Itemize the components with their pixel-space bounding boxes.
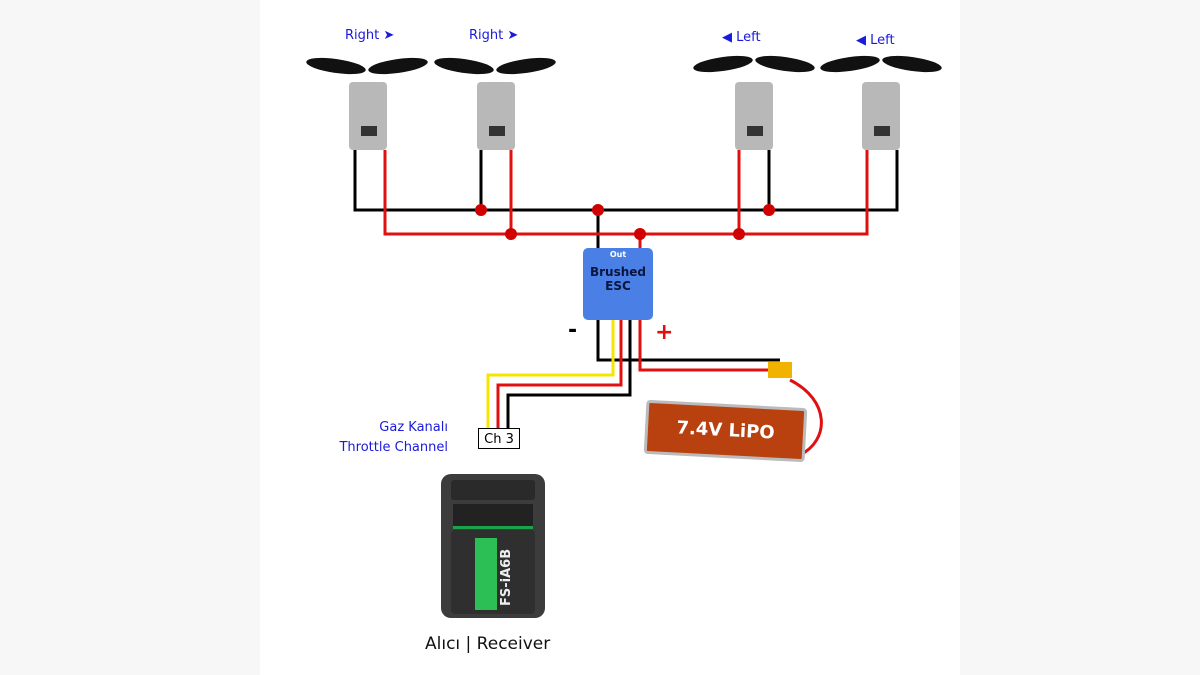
plus-sign: +: [655, 320, 674, 345]
motor-1: [306, 57, 428, 150]
motor-2-direction-label: Right ➤: [469, 28, 519, 43]
arrow-left-icon: ◀: [722, 30, 732, 45]
junction-dot: [505, 228, 517, 240]
motor-4-direction-label: ◀ Left: [856, 33, 895, 48]
balance-lead: [789, 378, 823, 457]
junction-dot: [592, 204, 604, 216]
receiver: FS-iA6B: [441, 474, 545, 618]
brushed-esc: Out Brushed ESC: [583, 248, 653, 320]
ch3-connector: Ch 3: [478, 428, 520, 449]
junction-dot: [475, 204, 487, 216]
minus-sign: -: [568, 318, 578, 343]
black-bus: [353, 150, 899, 248]
junctions: [475, 204, 775, 240]
arrow-right-icon: ➤: [383, 28, 395, 43]
receiver-pins: [453, 504, 533, 529]
power-wire: [496, 320, 623, 430]
ground-wire: [506, 320, 632, 430]
channel-label-en: Throttle Channel: [339, 440, 448, 455]
motors: [306, 55, 942, 150]
battery-black-wire: [596, 320, 780, 362]
esc-title: Brushed ESC: [589, 265, 647, 293]
battery-red-wire: [638, 320, 775, 372]
signal-wire: [486, 320, 615, 430]
arrow-right-icon: ➤: [507, 28, 519, 43]
red-bus: [383, 150, 869, 248]
esc-out-label: Out: [609, 250, 627, 259]
junction-dot: [733, 228, 745, 240]
junction-dot: [763, 204, 775, 216]
motor-1-direction-label: Right ➤: [345, 28, 395, 43]
receiver-model: FS-iA6B: [499, 548, 514, 606]
motor-3: [693, 55, 815, 150]
xt60-connector: [768, 362, 792, 378]
lipo-battery: 7.4V LiPO: [643, 399, 808, 463]
junction-dot: [634, 228, 646, 240]
motor-4: [820, 55, 942, 150]
arrow-left-icon: ◀: [856, 33, 866, 48]
motor-2: [434, 57, 556, 150]
channel-label-tr: Gaz Kanalı: [379, 420, 448, 435]
motor-3-direction-label: ◀ Left: [722, 30, 761, 45]
receiver-caption: Alıcı | Receiver: [425, 634, 551, 654]
